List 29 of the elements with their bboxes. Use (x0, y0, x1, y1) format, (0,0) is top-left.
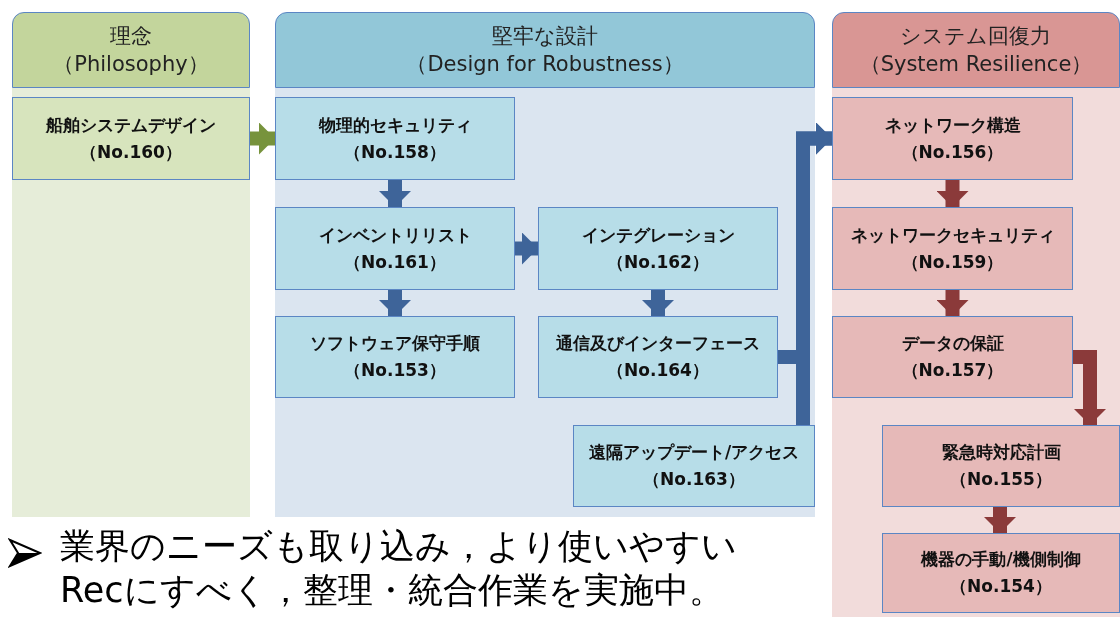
process-box: ソフトウェア保守手順（No.153） (275, 316, 515, 398)
process-box: インテグレーション（No.162） (538, 207, 778, 290)
process-box: ネットワークセキュリティ（No.159） (832, 207, 1073, 290)
block-arrow (379, 180, 411, 207)
note-text: 業界のニーズも取り込み，より使いやすいRecにすべく，整理・統合作業を実施中。 (60, 525, 738, 612)
process-box: 物理的セキュリティ（No.158） (275, 97, 515, 180)
process-box: 通信及びインターフェース（No.164） (538, 316, 778, 398)
column-header: 理念（Philosophy） (12, 12, 250, 88)
process-box: 機器の手動/機側制御（No.154） (882, 533, 1120, 613)
block-arrow (1073, 350, 1106, 425)
block-arrow (515, 232, 538, 265)
block-arrow (936, 290, 969, 316)
block-arrow (379, 290, 411, 316)
process-box: 緊急時対応計画（No.155） (882, 425, 1120, 507)
process-box: インベントリリスト（No.161） (275, 207, 515, 290)
column-panel (832, 12, 1120, 617)
column-panel (275, 12, 815, 517)
column-panel (12, 12, 250, 517)
block-arrow (984, 507, 1016, 533)
process-box: ネットワーク構造（No.156） (832, 97, 1073, 180)
block-arrow (796, 122, 832, 425)
column-header: システム回復力（System Resilience） (832, 12, 1120, 88)
process-box: データの保証（No.157） (832, 316, 1073, 398)
block-arrow (250, 122, 275, 155)
column-header: 堅牢な設計（Design for Robustness） (275, 12, 815, 88)
process-box: 遠隔アップデート/アクセス（No.163） (573, 425, 815, 507)
block-arrow (936, 180, 969, 207)
block-arrow (642, 290, 674, 316)
process-box: 船舶システムデザイン（No.160） (12, 97, 250, 180)
